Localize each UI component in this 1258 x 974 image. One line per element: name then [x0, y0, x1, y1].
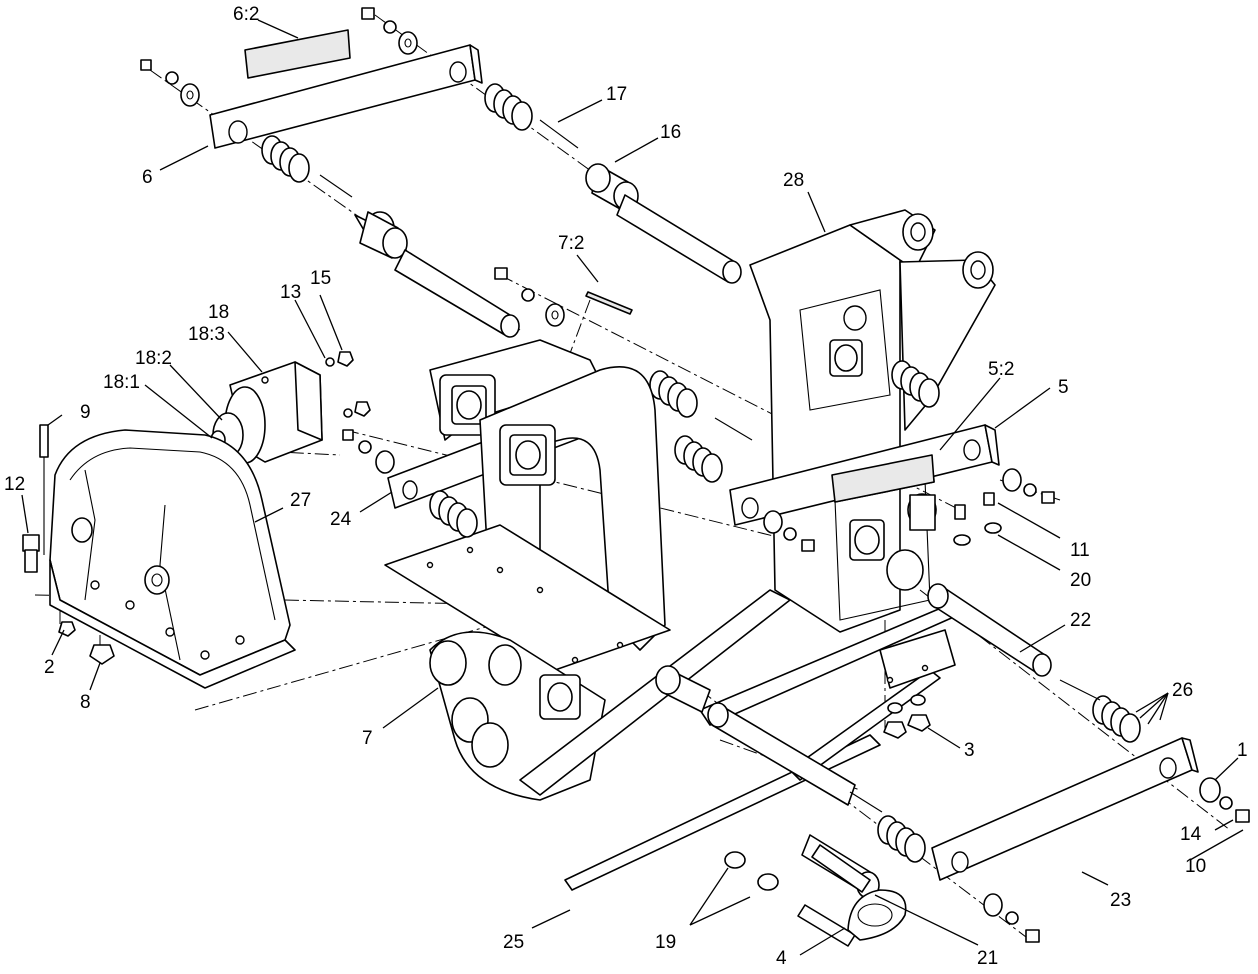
callout-1: 1 [1237, 740, 1248, 761]
housing-part-27 [22, 424, 296, 689]
callout-17: 17 [606, 84, 627, 105]
bolt-group-top-left [140, 59, 200, 107]
callout-9: 9 [80, 402, 91, 423]
callout-21: 21 [977, 948, 998, 969]
callout-11: 11 [1070, 540, 1090, 561]
callout-18-2: 18:2 [135, 348, 172, 369]
bolt-group-top-right [361, 7, 418, 55]
callout-10: 10 [1185, 856, 1206, 877]
callout-18: 18 [208, 302, 229, 323]
tall-bracket-part-28 [749, 209, 996, 633]
callout-6: 6 [142, 167, 153, 188]
callout-15: 15 [310, 268, 331, 289]
callout-13: 13 [280, 282, 301, 303]
leader-lines [21, 19, 1244, 956]
callout-3: 3 [964, 740, 975, 761]
callout-24: 24 [330, 509, 352, 530]
bar-part-23 [931, 737, 1199, 881]
callout-4: 4 [776, 948, 787, 969]
callout-28: 28 [783, 170, 804, 191]
label-plate-7-2 [585, 291, 633, 315]
callout-25: 25 [503, 932, 524, 953]
motor-part-18 [210, 351, 371, 464]
bar-part-5 [729, 424, 1000, 526]
springs-upper [261, 83, 579, 198]
callout-5: 5 [1058, 377, 1069, 398]
callout-19: 19 [655, 932, 676, 953]
hardware-13-15 [325, 351, 371, 418]
hardware-right [763, 468, 1250, 943]
bolt-group-center [494, 267, 633, 327]
springs-center [649, 360, 940, 483]
callout-5-2: 5:2 [988, 359, 1014, 380]
callout-23: 23 [1110, 890, 1131, 911]
top-bar-part-6 [140, 7, 483, 149]
callout-7-2: 7:2 [558, 233, 584, 254]
callout-26: 26 [1172, 680, 1193, 701]
callout-20: 20 [1070, 570, 1091, 591]
springs-26 [849, 679, 1141, 863]
bolt-group-24 [342, 429, 395, 474]
callout-7: 7 [362, 728, 373, 749]
callout-8: 8 [80, 692, 91, 713]
label-plate-6-2 [244, 29, 351, 79]
callout-27: 27 [290, 490, 311, 511]
spring-lower-left [429, 490, 478, 538]
callout-18-3: 18:3 [188, 324, 225, 345]
pins-19-and-4 [724, 844, 907, 947]
bushings-and-shafts [354, 163, 742, 338]
callout-22: 22 [1070, 610, 1091, 631]
callout-14: 14 [1180, 824, 1202, 845]
callout-16: 16 [660, 122, 681, 143]
frame-plates [519, 589, 966, 891]
callout-2: 2 [44, 657, 55, 678]
callout-labels: 6:2 6 17 16 28 7:2 18 18:3 13 15 18:2 18… [4, 4, 1248, 969]
callout-12: 12 [4, 474, 25, 495]
c-frame-part-7 [384, 339, 671, 801]
callout-6-2: 6:2 [233, 4, 259, 25]
callout-18-1: 18:1 [103, 372, 140, 393]
